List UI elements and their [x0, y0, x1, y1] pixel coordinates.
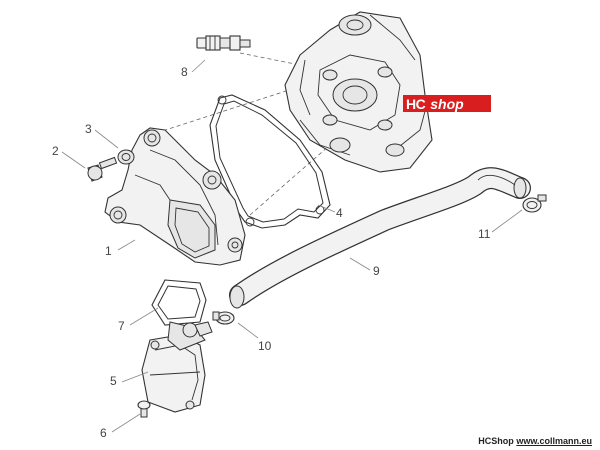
callout-6: 6: [100, 426, 107, 440]
footer-brand: HCShop: [478, 436, 514, 446]
breather-housing-part: [141, 321, 213, 413]
hose-clamp-part: [212, 311, 235, 325]
breather-gasket-part: [151, 279, 207, 326]
callout-3: 3: [85, 122, 92, 136]
valve-cover-gasket-part: [209, 94, 331, 229]
callout-2: 2: [52, 144, 59, 158]
hose-clamp-part: [522, 194, 547, 213]
callout-8: 8: [181, 65, 188, 79]
callout-7: 7: [118, 319, 125, 333]
callout-1: 1: [105, 244, 112, 258]
logo-shop-text: shop: [430, 95, 464, 112]
spark-plug-part: [196, 35, 251, 51]
callout-5: 5: [110, 374, 117, 388]
breather-hose-part: [229, 167, 531, 309]
callout-10: 10: [258, 339, 272, 353]
alignment-line: [239, 52, 301, 66]
washer-part: [117, 149, 135, 165]
logo-hc-text: HC: [403, 95, 429, 112]
footer-link[interactable]: www.collmann.eu: [516, 436, 592, 446]
bolt-part: [87, 156, 118, 182]
valve-cover-part: [104, 127, 246, 266]
screw-part: [137, 400, 151, 418]
callout-4: 4: [336, 206, 343, 220]
callout-11: 11: [478, 227, 491, 241]
callout-9: 9: [373, 264, 380, 278]
footer-credit: HCShop www.collmann.eu: [478, 436, 592, 446]
hcshop-logo: HC shop: [403, 95, 491, 112]
alignment-line: [249, 144, 331, 216]
cylinder-head-part: [284, 11, 433, 173]
